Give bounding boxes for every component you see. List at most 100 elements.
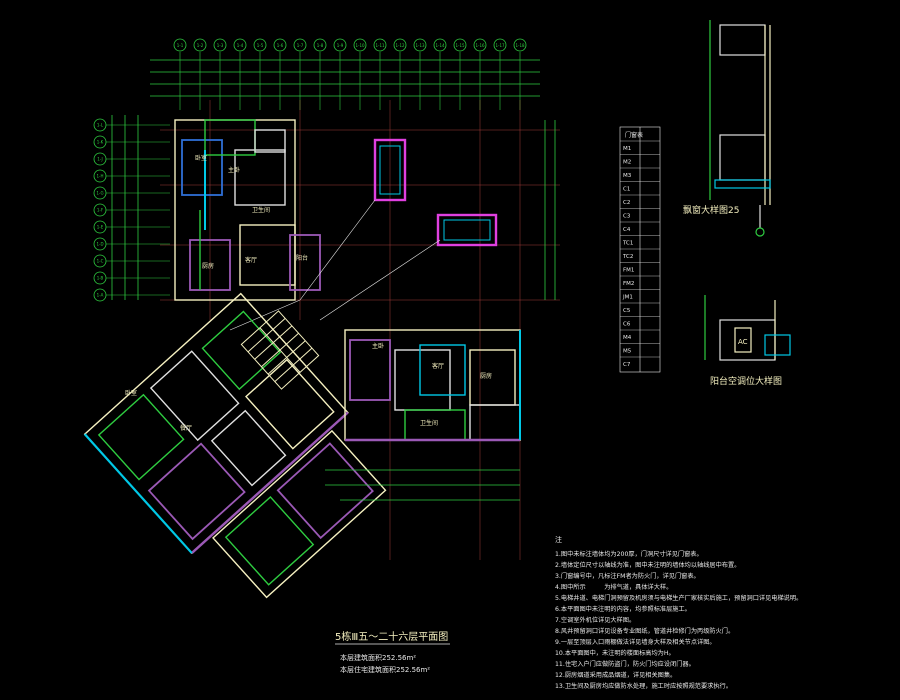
room-label: 厨房 <box>480 372 492 380</box>
legend-header: 门窗表 <box>625 131 643 139</box>
grid-bubble <box>93 186 107 200</box>
note-line: 10.本平面图中，未注明的楼面标高均为H。 <box>555 649 675 657</box>
ac-label: AC <box>738 338 748 346</box>
grid-bubble <box>393 38 407 52</box>
grid-label: 1-F <box>97 208 104 213</box>
grid-bubble <box>93 203 107 217</box>
grid-label: 1-B <box>97 276 104 281</box>
upper-building <box>174 119 321 301</box>
grid-bubble <box>273 38 287 52</box>
ac-detail-title: 阳台空调位大样图 <box>710 375 782 387</box>
grid-bubble <box>353 38 367 52</box>
grid-label: 1-5 <box>257 43 264 48</box>
note-line: 8.风井预留洞口详见设备专业图纸，管道井检修门为丙级防火门。 <box>555 627 734 635</box>
grid-label: 1-2 <box>197 43 204 48</box>
grid-label: 1-1 <box>177 43 184 48</box>
grid-bubble <box>93 220 107 234</box>
grid-bubble <box>253 38 267 52</box>
grid-label: 1-D <box>96 242 103 247</box>
room-label: 主卧 <box>228 166 240 174</box>
grid-label: 1-15 <box>455 43 465 48</box>
area-line-2: 本层住宅建筑面积252.56m² <box>340 665 430 674</box>
bay-window-inner <box>379 145 491 241</box>
grid-bubble <box>453 38 467 52</box>
grid-bubble <box>333 38 347 52</box>
grid-bubble <box>93 169 107 183</box>
left-grid-axes: 1-L1-K1-J1-H1-G1-F1-E1-D1-C1-B1-A <box>93 118 170 302</box>
grid-label: 1-3 <box>217 43 224 48</box>
room-label: 客厅 <box>432 362 444 370</box>
grid-label: 1-E <box>97 225 104 230</box>
note-line: 11.住宅入户门应做防盗门，防火门均应设闭门器。 <box>555 660 695 668</box>
room-label: 餐厅 <box>180 424 192 432</box>
grid-label: 1-A <box>97 293 104 298</box>
note-line: 5.电梯井道、电梯门洞预留及机房须与电梯生产厂家核实后施工，预留洞口详见电梯说明… <box>555 594 802 602</box>
legend-row-label: M1 <box>623 146 631 152</box>
bay-window-frames <box>373 138 498 247</box>
right-building <box>344 329 521 442</box>
grid-label: 1-16 <box>475 43 485 48</box>
grid-label: 1-J <box>97 157 102 162</box>
legend-row-label: FM1 <box>623 268 634 274</box>
room-label: 卧室 <box>125 389 137 397</box>
legend-row-label: M2 <box>623 160 631 166</box>
grid-bubble <box>513 38 527 52</box>
grid-bubble <box>493 38 507 52</box>
notes-lines: 1.图中未标注墙体均为200厚，门洞尺寸详见门窗表。 2.墙体定位尺寸以轴线为准，… <box>555 550 802 690</box>
grid-label: 1-13 <box>415 43 425 48</box>
grid-label: 1-L <box>97 123 104 128</box>
legend-row-label: C6 <box>623 322 631 328</box>
legend-row-label: C7 <box>623 362 631 368</box>
bay-window-detail <box>709 20 771 237</box>
grid-label: 1-G <box>96 191 103 196</box>
legend-row-label: C1 <box>623 187 630 193</box>
note-line: 2.墙体定位尺寸以轴线为准，图中未注明的墙体均以轴线居中布置。 <box>555 561 740 569</box>
legend-row-label: C4 <box>623 227 631 233</box>
grid-label: 1-17 <box>495 43 505 48</box>
leader-lines <box>229 199 441 331</box>
grid-bubble <box>293 38 307 52</box>
grid-label: 1-4 <box>237 43 244 48</box>
grid-bubble <box>93 288 107 302</box>
left-dimension-lines <box>111 115 139 300</box>
grid-label: 1-10 <box>355 43 365 48</box>
grid-label: 1-6 <box>277 43 284 48</box>
rotated-wing <box>83 292 349 555</box>
legend-row-label: M3 <box>623 173 632 179</box>
grid-label: 1-11 <box>375 43 385 48</box>
note-line: 12.厨房烟道采用成品烟道，详见相关图集。 <box>555 671 676 679</box>
legend-row-label: TC2 <box>622 254 633 260</box>
room-label: 卫生间 <box>252 206 270 214</box>
notes-heading: 注 <box>555 535 562 544</box>
room-labels: 主卧 客厅 卧室 厨房 卫生间 阳台 餐厅 卧室 主卧 客厅 厨房 卫生间 <box>125 154 492 432</box>
grid-bubble <box>93 118 107 132</box>
legend-row-label: FM2 <box>623 281 634 287</box>
grid-bubble <box>93 152 107 166</box>
grid-bubble <box>313 38 327 52</box>
right-edge-dimensions <box>325 120 556 501</box>
room-label: 阳台 <box>296 254 308 262</box>
legend-row-label: M5 <box>623 349 632 355</box>
grid-bubble <box>433 38 447 52</box>
note-line: 13.卫生间及厨房均应做防水处理，施工时应按照规范要求执行。 <box>555 682 732 690</box>
note-line: 1.图中未标注墙体均为200厚，门洞尺寸详见门窗表。 <box>555 550 703 558</box>
grid-bubble <box>213 38 227 52</box>
grid-bubble <box>93 237 107 251</box>
room-label: 客厅 <box>245 256 257 264</box>
grid-bubble <box>233 38 247 52</box>
grid-label: 1-8 <box>317 43 324 48</box>
note-line: 7.空调室外机位详见大样图。 <box>555 616 635 624</box>
legend-row-label: C5 <box>623 308 631 314</box>
room-label: 厨房 <box>202 262 214 270</box>
plan-title: 5栋Ⅲ五～二十六层平面图 <box>335 630 448 643</box>
room-label: 主卧 <box>372 342 384 350</box>
grid-label: 1-C <box>97 259 104 264</box>
grid-bubble <box>193 38 207 52</box>
grid-bubble <box>93 254 107 268</box>
note-line: 9.一层至顶层入口雨棚做法详见墙身大样及相关节点详图。 <box>555 638 716 646</box>
grid-bubble <box>413 38 427 52</box>
note-line: 6.本平面图中未注明的内容，均参照标准层施工。 <box>555 605 691 613</box>
